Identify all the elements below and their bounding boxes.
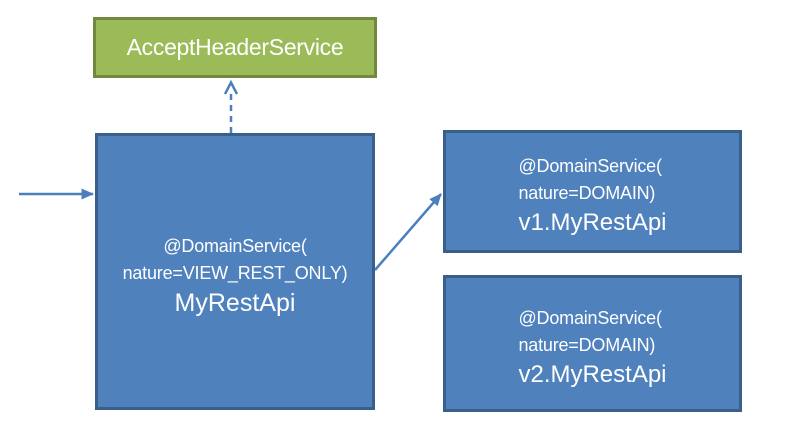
node-my-rest-api: @DomainService( nature=VIEW_REST_ONLY) M… [95, 133, 375, 410]
annotation-line: @DomainService( [518, 156, 662, 176]
annotation-line: nature=DOMAIN) [518, 183, 656, 203]
node-label: AcceptHeaderService [126, 34, 344, 60]
annotation-line: nature=DOMAIN) [518, 335, 656, 355]
delegation-arrow [374, 193, 442, 271]
node-v1-my-rest-api: @DomainService( nature=DOMAIN) v1.MyRest… [443, 130, 742, 253]
node-text-block: @DomainService( nature=DOMAIN) v2.MyRest… [518, 305, 666, 390]
node-text-block: @DomainService( nature=DOMAIN) v1.MyRest… [518, 153, 666, 238]
annotation-line: @DomainService( [518, 308, 662, 328]
dependency-arrow [223, 79, 239, 133]
open-arrowhead-icon [223, 79, 239, 95]
annotation-line: @DomainService( [163, 235, 307, 256]
node-accept-header-service: AcceptHeaderService [93, 17, 377, 78]
node-label: MyRestApi [174, 288, 296, 317]
node-label: v1.MyRestApi [518, 209, 667, 236]
node-text-block: @DomainService( nature=VIEW_REST_ONLY) M… [123, 233, 348, 319]
node-label: v2.MyRestApi [518, 361, 667, 388]
node-v2-my-rest-api: @DomainService( nature=DOMAIN) v2.MyRest… [443, 275, 742, 412]
annotation-line: nature=VIEW_REST_ONLY) [122, 262, 348, 283]
